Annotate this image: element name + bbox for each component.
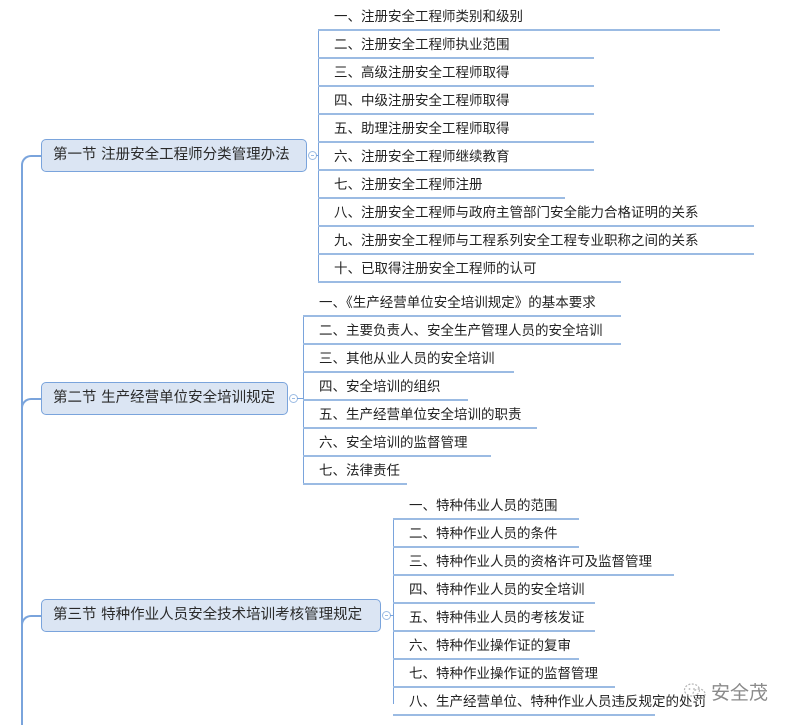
section-node-2[interactable]: 第二节 生产经营单位安全培训规定 bbox=[41, 382, 288, 415]
trunk-line bbox=[21, 166, 23, 725]
children-bracket bbox=[393, 518, 394, 704]
child-node[interactable]: 四、安全培训的组织 bbox=[303, 373, 468, 401]
child-node[interactable]: 八、注册安全工程师与政府主管部门安全能力合格证明的关系 bbox=[318, 199, 754, 227]
child-node[interactable]: 六、注册安全工程师继续教育 bbox=[318, 143, 594, 171]
child-node[interactable]: 五、特种伟业人员的考核发证 bbox=[393, 604, 595, 632]
section-node-3[interactable]: 第三节 特种作业人员安全技术培训考核管理规定 bbox=[41, 599, 381, 632]
child-node[interactable]: 一、《生产经营单位安全培训规定》的基本要求 bbox=[303, 289, 621, 317]
connector-line bbox=[297, 398, 303, 399]
wechat-icon bbox=[683, 682, 707, 702]
connector-line bbox=[390, 615, 394, 616]
child-node[interactable]: 四、特种作业人员的安全培训 bbox=[393, 576, 595, 604]
trunk-elbow-1 bbox=[21, 155, 41, 167]
child-node[interactable]: 七、注册安全工程师注册 bbox=[318, 171, 565, 199]
child-node[interactable]: 四、中级注册安全工程师取得 bbox=[318, 87, 594, 115]
trunk-elbow-3 bbox=[21, 615, 41, 627]
child-node[interactable]: 二、注册安全工程师执业范围 bbox=[318, 31, 594, 59]
child-node[interactable]: 十、已取得注册安全工程师的认可 bbox=[318, 255, 621, 283]
child-node[interactable]: 一、注册安全工程师类别和级别 bbox=[318, 3, 720, 31]
connector-line bbox=[316, 155, 319, 156]
child-node[interactable]: 三、特种作业人员的资格许可及监督管理 bbox=[393, 548, 674, 576]
child-node[interactable]: 五、生产经营单位安全培训的职责 bbox=[303, 401, 537, 429]
section-label: 第三节 特种作业人员安全技术培训考核管理规定 bbox=[53, 607, 363, 623]
child-node[interactable]: 七、特种作业操作证的监督管理 bbox=[393, 660, 615, 688]
watermark-text: 安全茂 bbox=[711, 682, 769, 704]
child-node[interactable]: 八、生产经营单位、特种作业人员违反规定的处罚 bbox=[393, 688, 706, 716]
child-node[interactable]: 三、高级注册安全工程师取得 bbox=[318, 59, 594, 87]
children-bracket bbox=[318, 29, 319, 281]
child-node[interactable]: 六、特种作业操作证的复审 bbox=[393, 632, 579, 660]
child-node[interactable]: 一、特种伟业人员的范围 bbox=[393, 492, 579, 520]
child-node[interactable]: 二、特种作业人员的条件 bbox=[393, 520, 579, 548]
trunk-elbow-2 bbox=[21, 398, 41, 410]
child-node[interactable]: 二、主要负责人、安全生产管理人员的安全培训 bbox=[303, 317, 621, 345]
child-node[interactable]: 三、其他从业人员的安全培训 bbox=[303, 345, 514, 373]
watermark: 安全茂 bbox=[683, 678, 768, 705]
child-node[interactable]: 五、助理注册安全工程师取得 bbox=[318, 115, 594, 143]
child-node[interactable]: 七、法律责任 bbox=[303, 457, 407, 485]
section-label: 第一节 注册安全工程师分类管理办法 bbox=[53, 147, 290, 163]
section-node-1[interactable]: 第一节 注册安全工程师分类管理办法 bbox=[41, 139, 307, 172]
child-node[interactable]: 九、注册安全工程师与工程系列安全工程专业职称之间的关系 bbox=[318, 227, 754, 255]
child-node[interactable]: 六、安全培训的监督管理 bbox=[303, 429, 491, 457]
section-label: 第二节 生产经营单位安全培训规定 bbox=[53, 390, 276, 406]
